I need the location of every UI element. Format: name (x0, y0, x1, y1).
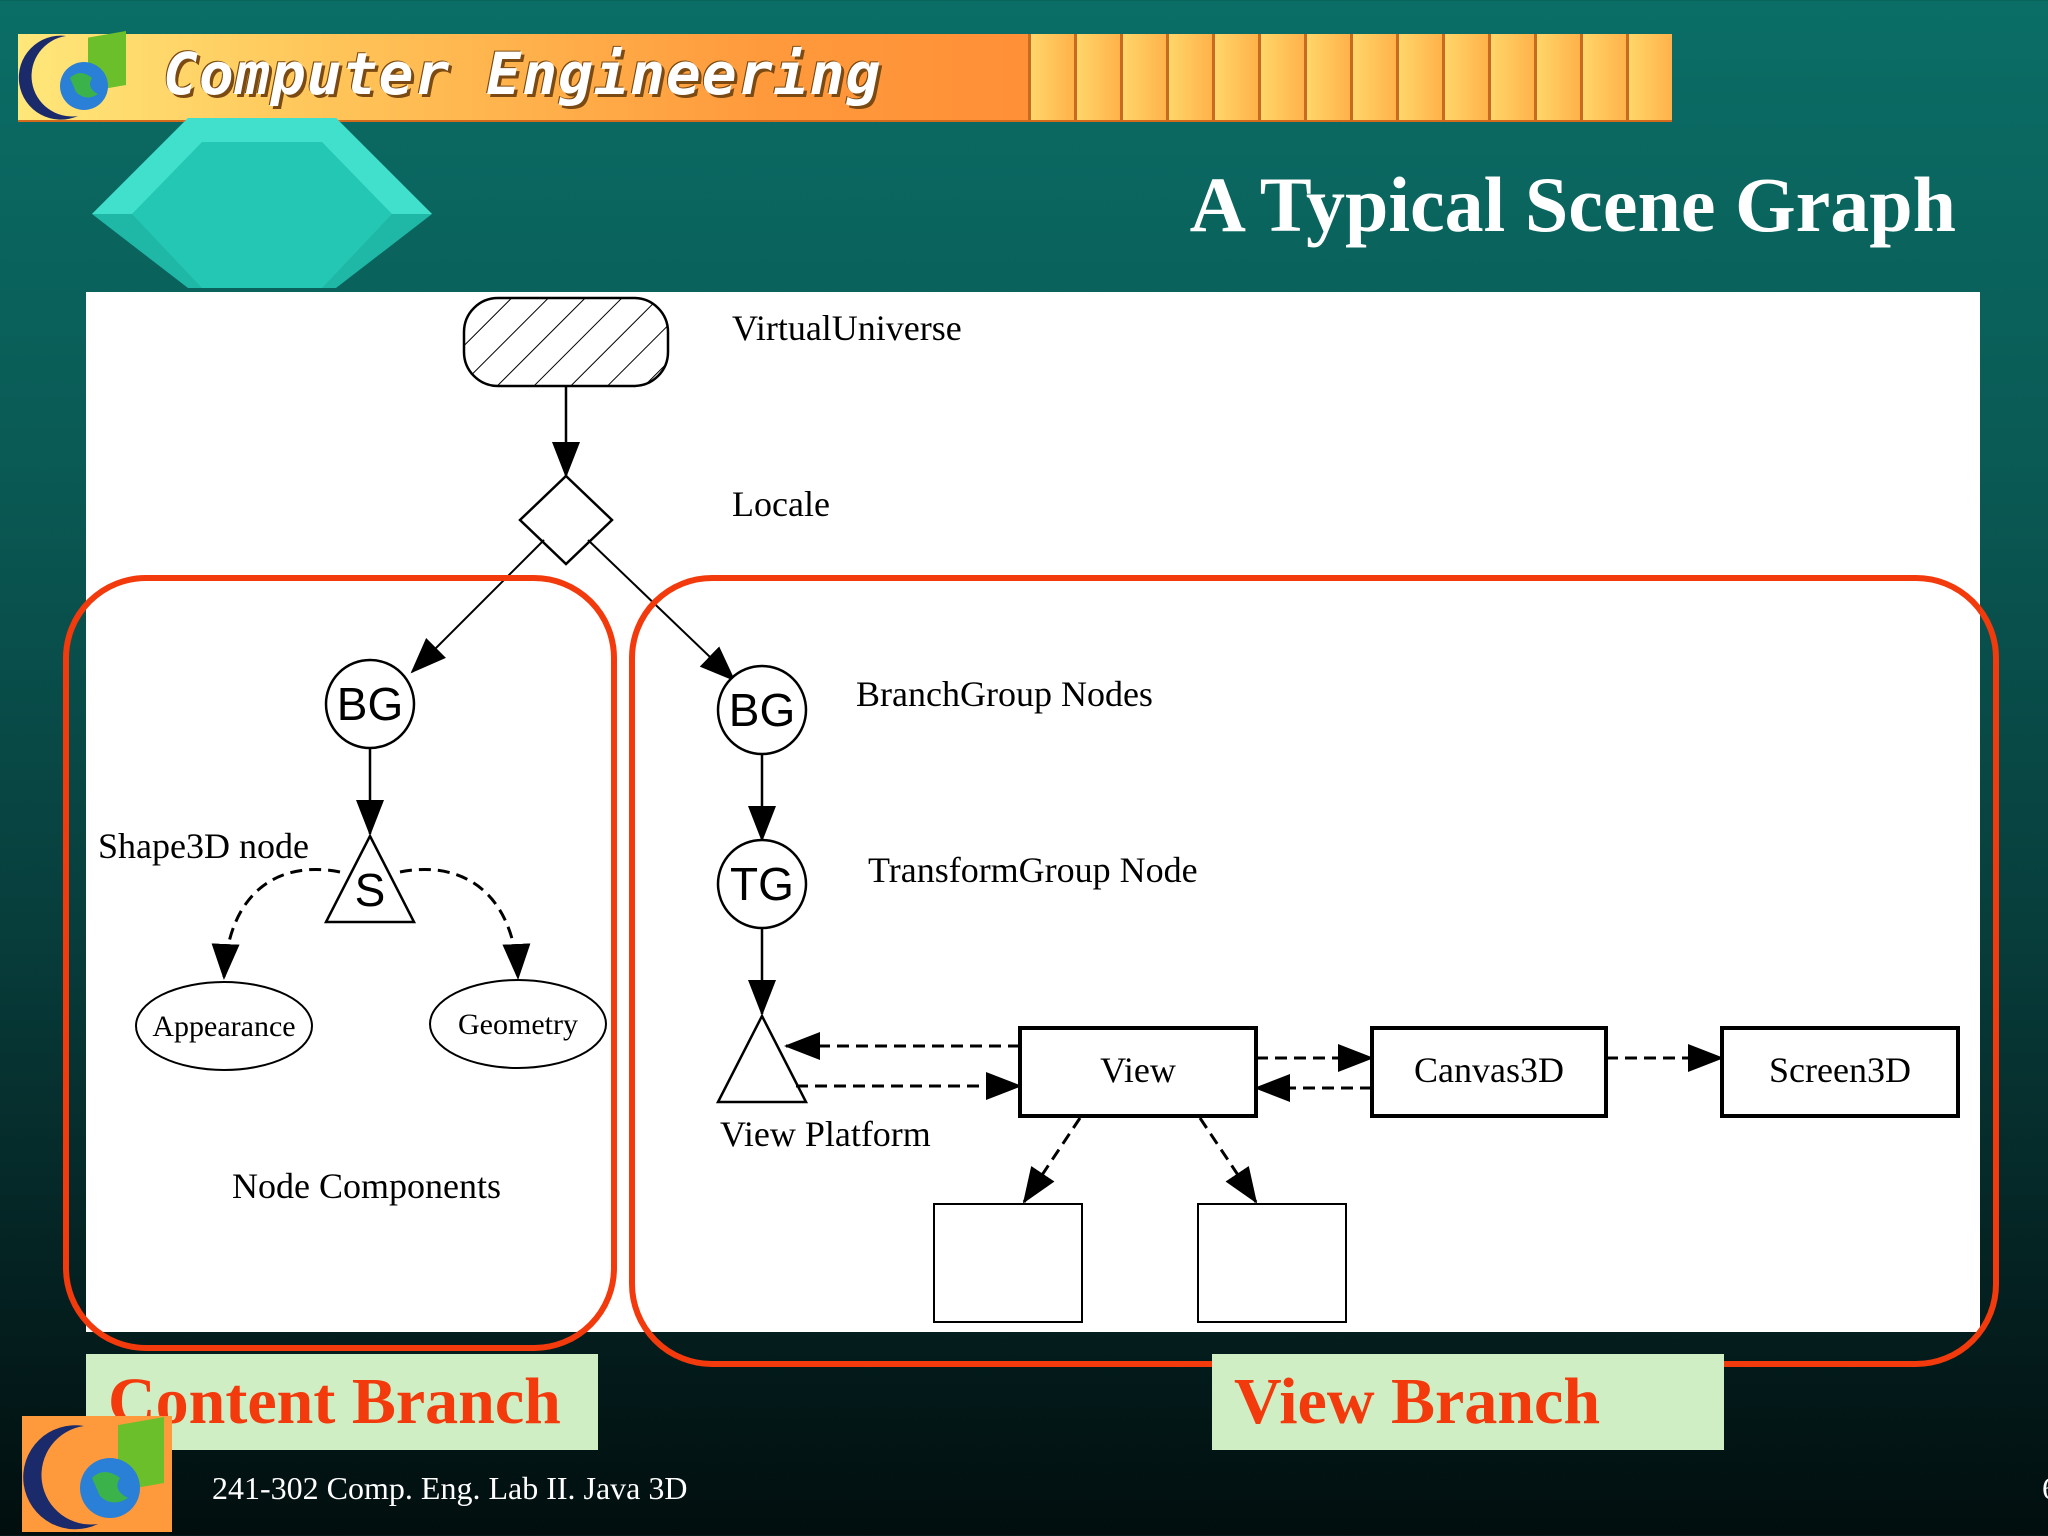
appearance-node (135, 981, 313, 1071)
tg-label: TG (730, 858, 794, 910)
page-number: 6 (2042, 1470, 2048, 1507)
content-branch-outline (63, 575, 617, 1351)
shape3d-node-label: Shape3D node (98, 826, 309, 866)
locale-label: Locale (732, 484, 830, 524)
view-platform-node (715, 1013, 809, 1104)
appearance-label: Appearance (152, 1010, 295, 1043)
view-node (1018, 1026, 1258, 1118)
banner-decor-cells (1028, 34, 1672, 120)
bg-right-label: BG (729, 684, 795, 736)
branchgroup-nodes-label: BranchGroup Nodes (856, 674, 1153, 714)
bg-left-label: BG (337, 678, 403, 730)
view-label: View (1100, 1050, 1176, 1090)
view-child-box-right (1197, 1203, 1347, 1323)
edge-view-child-right (1198, 1117, 1258, 1204)
view-child-box-left (933, 1203, 1083, 1323)
view-platform-label: View Platform (720, 1114, 931, 1154)
canvas3d-node (1370, 1026, 1608, 1118)
geometry-label: Geometry (458, 1008, 578, 1041)
globe-logo-icon (18, 30, 126, 120)
header-banner: Computer Engineering (18, 34, 1672, 122)
virtual-universe-node (462, 296, 670, 388)
transformgroup-node-label: TransformGroup Node (868, 850, 1198, 890)
shape-label: S (355, 864, 386, 916)
edge-locale-bg-left (410, 539, 545, 674)
edge-locale-bg-right (587, 539, 736, 682)
node-components-label: Node Components (232, 1166, 501, 1206)
edge-shape-geometry (399, 867, 531, 980)
edge-shape-appearance (211, 867, 341, 980)
banner-title: Computer Engineering (163, 40, 882, 108)
decorative-diamond (92, 118, 432, 288)
view-branch-label: View Branch (1212, 1354, 1724, 1450)
geometry-node (429, 979, 607, 1069)
screen3d-node (1720, 1026, 1960, 1118)
edge-view-child-left (1022, 1117, 1082, 1204)
slide-title: A Typical Scene Graph (1189, 161, 1956, 248)
shape3d-node (323, 833, 417, 924)
canvas3d-label: Canvas3D (1414, 1050, 1564, 1090)
footer-course-text: 241-302 Comp. Eng. Lab II. Java 3D (212, 1470, 688, 1506)
screen3d-label: Screen3D (1769, 1050, 1911, 1090)
diagram-canvas (86, 292, 1980, 1332)
virtual-universe-label: VirtualUniverse (732, 308, 962, 348)
footer-globe-logo-icon (22, 1416, 172, 1532)
